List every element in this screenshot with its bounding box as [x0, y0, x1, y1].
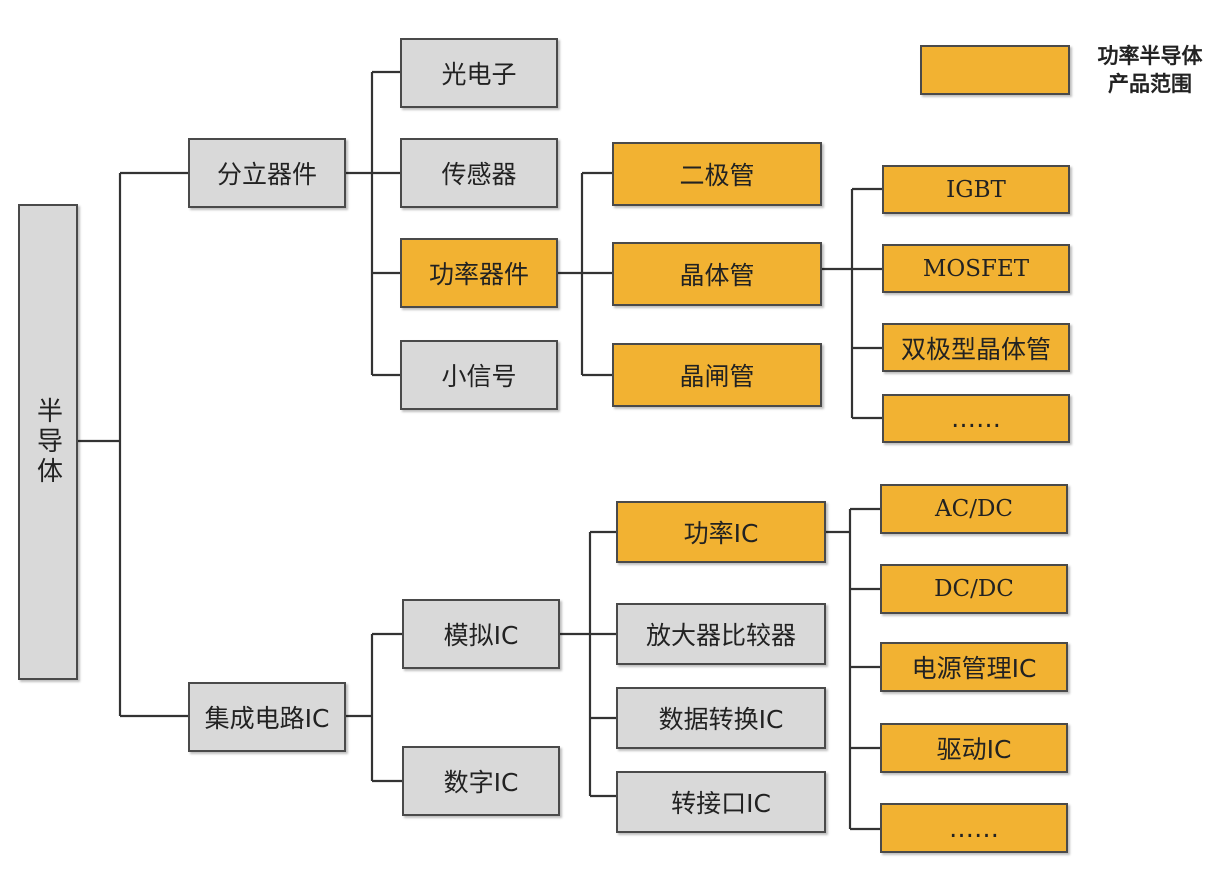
node-ac-dc: AC/DC [880, 484, 1068, 534]
node-digital-ic: 数字IC [402, 746, 560, 816]
legend-swatch [920, 45, 1070, 95]
node-power-management-ic: 电源管理IC [880, 642, 1068, 692]
node-interface-ic: 转接口IC [616, 771, 826, 833]
node-mosfet: MOSFET [882, 244, 1070, 293]
node-optoelectronics: 光电子 [400, 38, 558, 108]
node-transistor: 晶体管 [612, 242, 822, 306]
node-small-signal: 小信号 [400, 340, 558, 410]
node-power-ic-more: …… [880, 803, 1068, 853]
node-discrete-devices: 分立器件 [188, 138, 346, 208]
node-analog-ic: 模拟IC [402, 599, 560, 669]
legend-line-2: 产品范围 [1108, 72, 1192, 96]
node-sensor: 传感器 [400, 138, 558, 208]
node-igbt: IGBT [882, 165, 1070, 214]
node-diode: 二极管 [612, 142, 822, 206]
node-dc-dc: DC/DC [880, 564, 1068, 614]
node-data-converter-ic: 数据转换IC [616, 687, 826, 749]
node-bipolar-transistor: 双极型晶体管 [882, 323, 1070, 372]
node-thyristor: 晶闸管 [612, 343, 822, 407]
node-driver-ic: 驱动IC [880, 723, 1068, 773]
node-power-ic: 功率IC [616, 501, 826, 563]
node-integrated-circuit: 集成电路IC [188, 682, 346, 752]
legend-line-1: 功率半导体 [1097, 44, 1203, 68]
node-semiconductor: 半导体 [18, 204, 78, 680]
node-amplifier-comparator: 放大器比较器 [616, 603, 826, 665]
node-transistor-more: …… [882, 394, 1070, 443]
node-power-device: 功率器件 [400, 238, 558, 308]
legend-label: 功率半导体 产品范围 [1080, 42, 1220, 98]
